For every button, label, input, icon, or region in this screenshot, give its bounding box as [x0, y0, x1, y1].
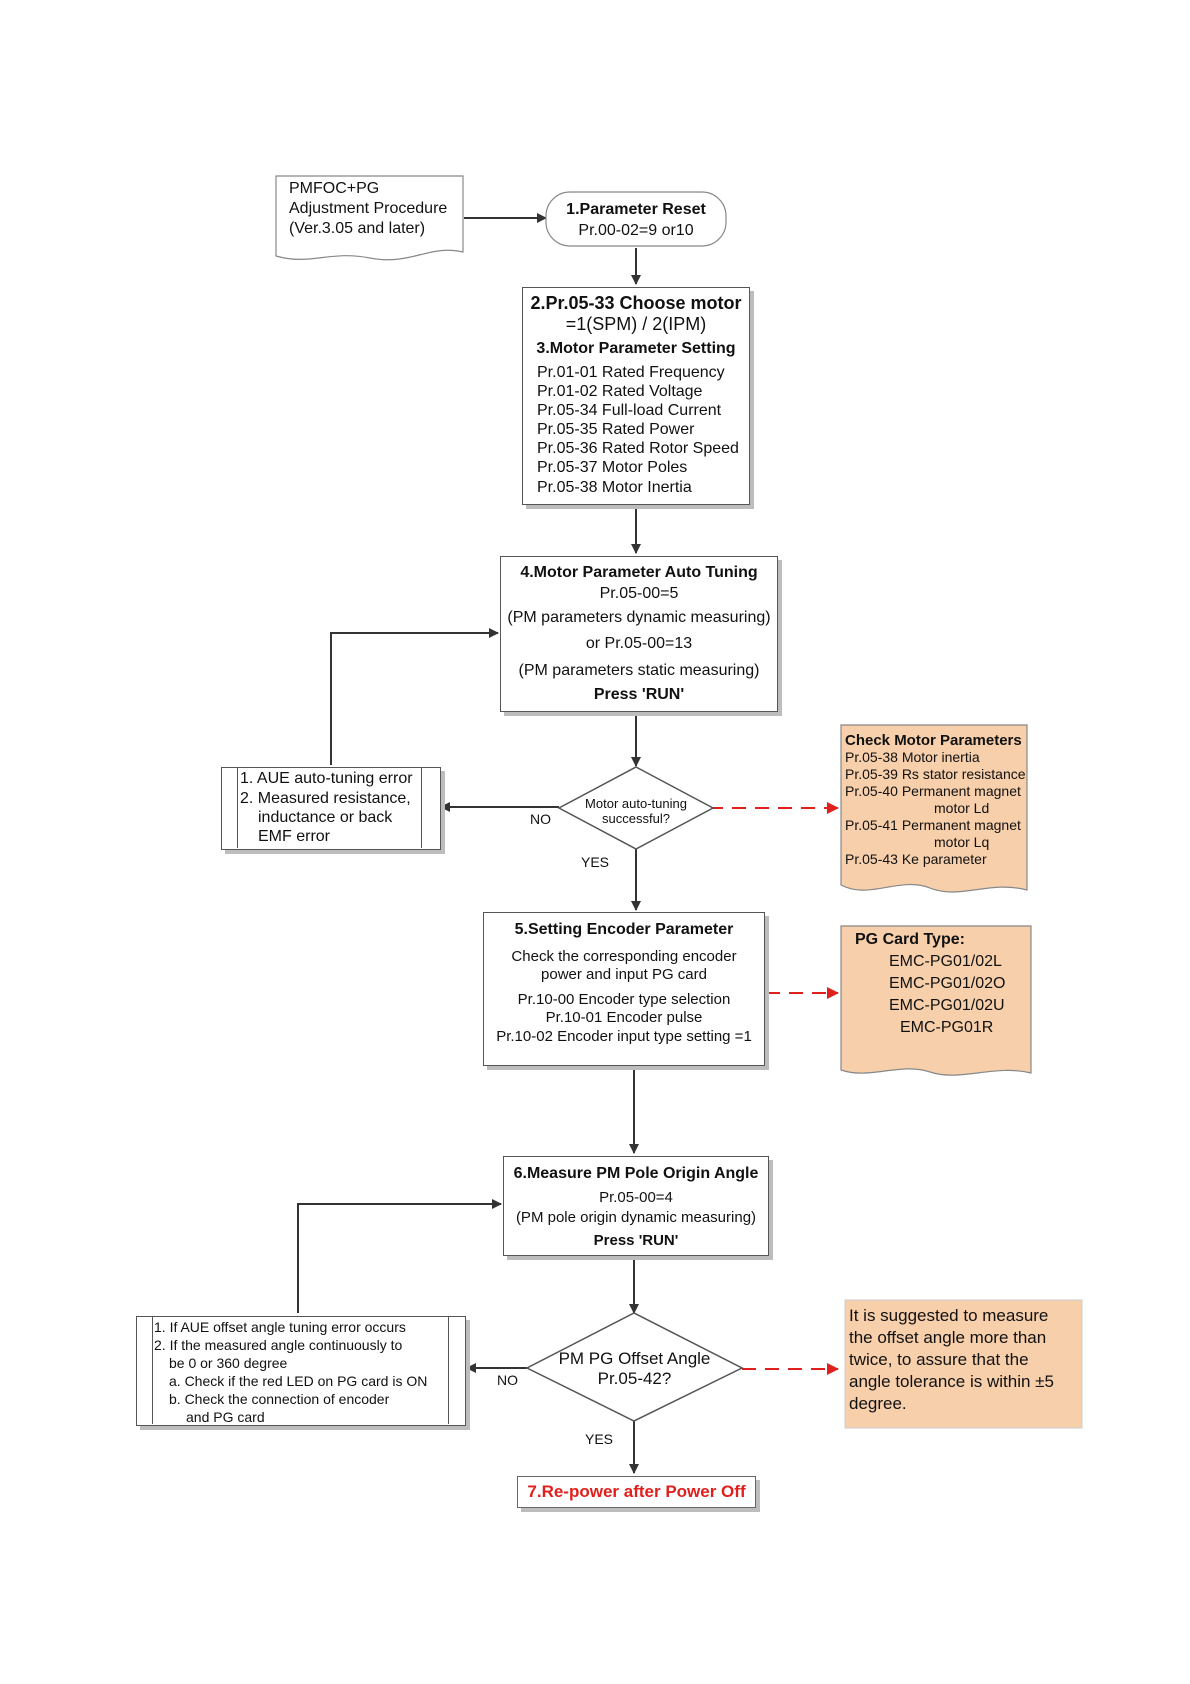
step4-box — [500, 556, 778, 712]
start-line-3: (Ver.3.05 and later) — [289, 220, 426, 237]
decision1-line: Motor auto-tuning — [585, 796, 687, 811]
suggestion-line: It is suggested to measure — [849, 1306, 1049, 1325]
check-params-item: Pr.05-38 Motor inertia — [845, 749, 980, 765]
suggestion-line: the offset angle more than — [849, 1328, 1047, 1347]
step3-item: Pr.05-38 Motor Inertia — [537, 479, 692, 496]
check-params-doc-shape — [840, 724, 1028, 893]
suggestion-line: twice, to assure that the — [849, 1350, 1029, 1369]
pg-card-item: EMC-PG01R — [900, 1019, 994, 1036]
suggestion-line: degree. — [849, 1394, 907, 1413]
error2-item: and PG card — [186, 1409, 265, 1425]
step7-box — [517, 1476, 756, 1508]
step7-title: 7.Re-power after Power Off — [527, 1482, 746, 1501]
pg-card-title: PG Card Type: — [855, 931, 965, 948]
step2-title: 2.Pr.05-33 Choose motor — [530, 293, 742, 313]
step3-item: Pr.01-01 Rated Frequency — [537, 364, 725, 381]
step1-detail: Pr.00-02=9 or10 — [578, 222, 694, 239]
check-params-item: Pr.05-41 Permanent magnet — [845, 817, 1021, 833]
step1-terminal — [545, 191, 727, 247]
decision2-no-label: NO — [497, 1372, 518, 1388]
error1-divider-left — [237, 768, 238, 848]
decision2-diamond — [525, 1312, 744, 1422]
step6-title: 6.Measure PM Pole Origin Angle — [513, 1165, 759, 1182]
start-line-1: PMFOC+PG — [289, 180, 380, 197]
decision1-yes-label: YES — [581, 854, 610, 870]
error2-divider-left — [152, 1317, 153, 1424]
check-params-item: Pr.05-43 Ke parameter — [845, 851, 987, 867]
step2-3-box — [522, 287, 750, 505]
suggestion-line: angle tolerance is within ±5 — [849, 1372, 1054, 1391]
check-params-title: Check Motor Parameters — [845, 732, 1022, 749]
error2-item: a. Check if the red LED on PG card is ON — [169, 1373, 428, 1389]
pg-card-doc-shape — [840, 925, 1032, 1076]
decision1-line: successful? — [602, 811, 670, 826]
step6-press: Press 'RUN' — [593, 1232, 679, 1249]
decision2-line: PM PG Offset Angle — [558, 1349, 711, 1368]
check-params-item: motor Ld — [934, 800, 990, 816]
step5-line: power and input PG card — [541, 966, 707, 983]
step3-item: Pr.05-37 Motor Poles — [537, 459, 688, 476]
error1-item: inductance or back — [258, 809, 393, 826]
start-line-2: Adjustment Procedure — [289, 200, 448, 217]
step6-line: Pr.05-00=4 — [599, 1189, 673, 1206]
error1-item: 1. AUE auto-tuning error — [240, 770, 413, 787]
step4-line: (PM parameters dynamic measuring) — [507, 609, 771, 626]
step5-box — [483, 912, 765, 1066]
decision2-line: Pr.05-42? — [597, 1369, 672, 1388]
step4-press: Press 'RUN' — [593, 686, 685, 703]
check-params-item: Pr.05-40 Permanent magnet — [845, 783, 1021, 799]
step5-line: Pr.10-02 Encoder input type setting =1 — [496, 1028, 752, 1045]
step4-line: Pr.05-00=5 — [599, 585, 679, 602]
suggestion-doc-shape — [844, 1299, 1083, 1429]
step6-box — [503, 1156, 769, 1256]
error1-divider-right — [421, 768, 422, 848]
step1-title: 1.Parameter Reset — [566, 201, 706, 218]
error2-item: 1. If AUE offset angle tuning error occu… — [154, 1319, 406, 1335]
step2-detail: =1(SPM) / 2(IPM) — [565, 314, 707, 334]
error1-box — [221, 767, 441, 850]
error2-item: be 0 or 360 degree — [169, 1355, 288, 1371]
error1-item: EMF error — [258, 828, 330, 845]
step3-item: Pr.01-02 Rated Voltage — [537, 383, 703, 400]
step4-line: or Pr.05-00=13 — [585, 635, 693, 652]
step5-line: Pr.10-01 Encoder pulse — [545, 1009, 703, 1026]
pg-card-item: EMC-PG01/02L — [889, 953, 1002, 970]
start-doc-shape — [275, 175, 464, 261]
step6-line: (PM pole origin dynamic measuring) — [515, 1209, 757, 1226]
decision1-no-label: NO — [530, 811, 551, 827]
check-params-item: motor Lq — [934, 834, 990, 850]
error2-box — [136, 1316, 466, 1426]
arrow-error1-back-to-step4 — [330, 628, 499, 765]
step5-title: 5.Setting Encoder Parameter — [514, 921, 734, 938]
error1-item: 2. Measured resistance, — [240, 790, 411, 807]
step3-item: Pr.05-36 Rated Rotor Speed — [537, 440, 739, 457]
pg-card-item: EMC-PG01/02O — [889, 975, 1006, 992]
decision2-yes-label: YES — [585, 1431, 614, 1447]
step3-item: Pr.05-34 Full-load Current — [537, 402, 722, 419]
step4-title: 4.Motor Parameter Auto Tuning — [520, 564, 758, 581]
error2-item: 2. If the measured angle continuously to — [154, 1337, 403, 1353]
error2-item: b. Check the connection of encoder — [169, 1391, 390, 1407]
arrow-error2-back-to-step6 — [297, 1199, 502, 1313]
pg-card-item: EMC-PG01/02U — [889, 997, 1005, 1014]
step3-title: 3.Motor Parameter Setting — [536, 340, 736, 357]
step4-line: (PM parameters static measuring) — [518, 662, 760, 679]
step5-line: Pr.10-00 Encoder type selection — [517, 991, 731, 1008]
decision1-diamond — [557, 766, 715, 850]
step3-item: Pr.05-35 Rated Power — [537, 421, 695, 438]
step5-line: Check the corresponding encoder — [511, 948, 737, 965]
check-params-item: Pr.05-39 Rs stator resistance — [845, 766, 1026, 782]
error2-divider-right — [448, 1317, 449, 1424]
